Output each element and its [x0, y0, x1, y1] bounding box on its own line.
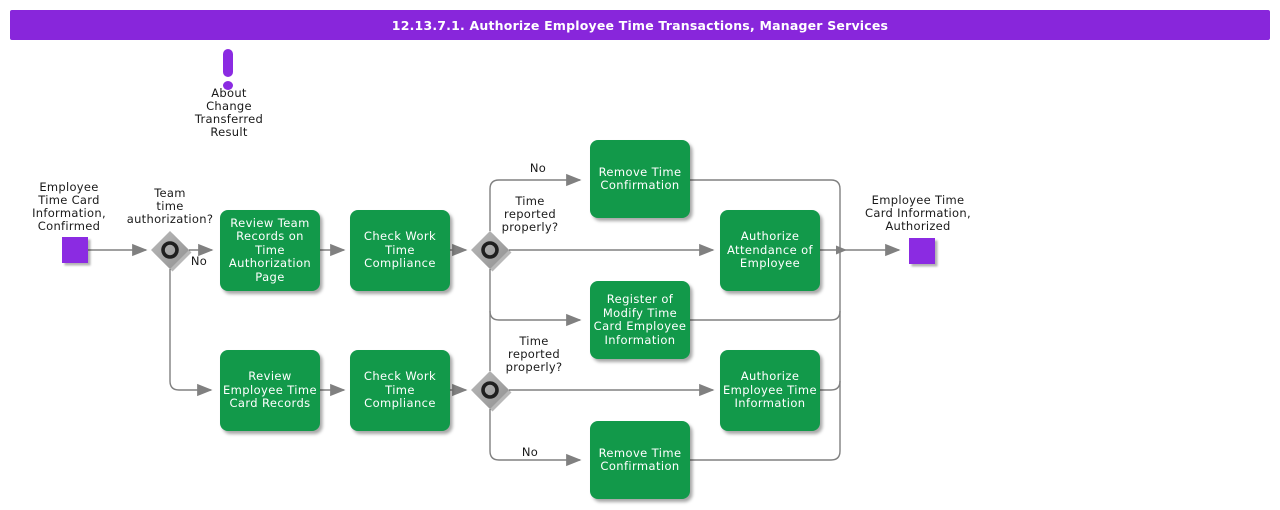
diagram-title-bar: 12.13.7.1. Authorize Employee Time Trans…: [10, 10, 1270, 40]
task-check-work-time-compliance-top[interactable]: Check Work Time Compliance: [350, 210, 450, 291]
task-check-work-time-compliance-bottom[interactable]: Check Work Time Compliance: [350, 350, 450, 431]
gateway1-no-label: No: [190, 254, 208, 268]
gateway3-question-label: Time reported properly?: [505, 334, 563, 374]
end-event-label: Employee Time Card Information, Authoriz…: [865, 193, 971, 233]
start-event-square: [62, 237, 88, 263]
connector-gw3-down-to-remove-bottom: [489, 409, 582, 467]
connector-right-merge-rail: [690, 179, 841, 461]
gateway-time-reported-properly-top: [471, 231, 512, 272]
end-event-square: [909, 238, 935, 264]
gateway-team-time-authorization: [151, 231, 192, 272]
start-event-label: Employee Time Card Information, Confirme…: [32, 180, 106, 233]
connector-branch-to-register: [489, 310, 582, 327]
diagram-title: 12.13.7.1. Authorize Employee Time Trans…: [391, 17, 889, 33]
exclamation-dot-icon: [223, 81, 233, 90]
task-authorize-employee-time-information[interactable]: Authorize Employee Time Information: [720, 350, 820, 431]
task-register-of-modify-time-card[interactable]: Register of Modify Time Card Employee In…: [590, 281, 690, 359]
gateway3-no-label: No: [521, 445, 539, 459]
connector-authorize-employee-time-to-rail: [820, 380, 841, 391]
merge-junction-arrowhead: [836, 245, 847, 255]
connector-register-to-rail: [690, 310, 841, 321]
connector-gw1-down-to-review-employee: [169, 269, 213, 397]
annotation-label: About Change Transferred Result: [194, 86, 264, 139]
task-remove-time-confirmation-top[interactable]: Remove Time Confirmation: [590, 140, 690, 218]
connector-gw2-up-to-remove-top: [489, 173, 582, 231]
task-authorize-attendance-of-employee[interactable]: Authorize Attendance of Employee: [720, 210, 820, 291]
task-remove-time-confirmation-bottom[interactable]: Remove Time Confirmation: [590, 421, 690, 499]
gateway2-question-label: Time reported properly?: [501, 194, 559, 234]
gateway-time-reported-properly-bottom: [471, 371, 512, 412]
gateway1-question-label: Team time authorization?: [126, 186, 214, 226]
gateway2-no-label: No: [529, 161, 547, 175]
task-review-team-records[interactable]: Review Team Records on Time Authorizatio…: [220, 210, 320, 291]
exclamation-icon: [223, 49, 233, 77]
task-review-employee-time-card-records[interactable]: Review Employee Time Card Records: [220, 350, 320, 431]
